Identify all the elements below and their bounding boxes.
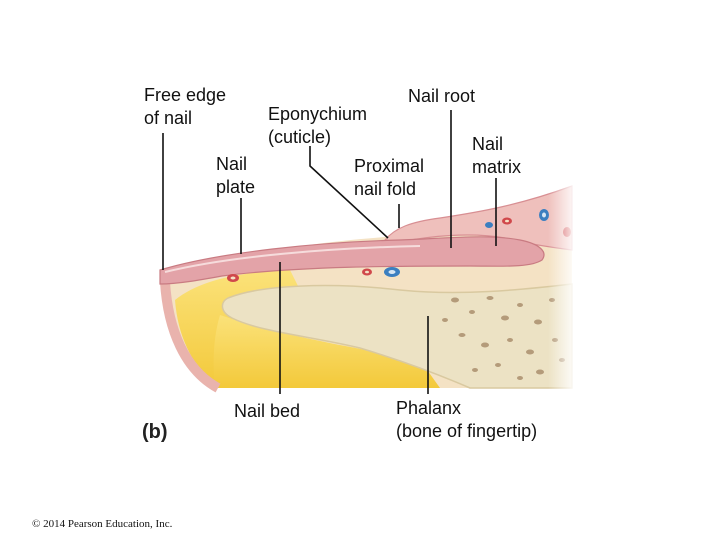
label-nail-root: Nail root (408, 85, 475, 108)
label-eponychium: Eponychium (cuticle) (268, 103, 367, 149)
copyright-notice: © 2014 Pearson Education, Inc. (32, 518, 172, 530)
label-free-edge: Free edge of nail (144, 84, 226, 130)
panel-letter: (b) (142, 421, 168, 444)
label-nail-matrix: Nail matrix (472, 133, 521, 179)
label-phalanx: Phalanx (bone of fingertip) (396, 397, 537, 443)
edge-fade (548, 180, 574, 390)
label-proximal-nail-fold: Proximal nail fold (354, 155, 424, 201)
label-nail-bed: Nail bed (234, 400, 300, 423)
label-nail-plate: Nail plate (216, 153, 255, 199)
